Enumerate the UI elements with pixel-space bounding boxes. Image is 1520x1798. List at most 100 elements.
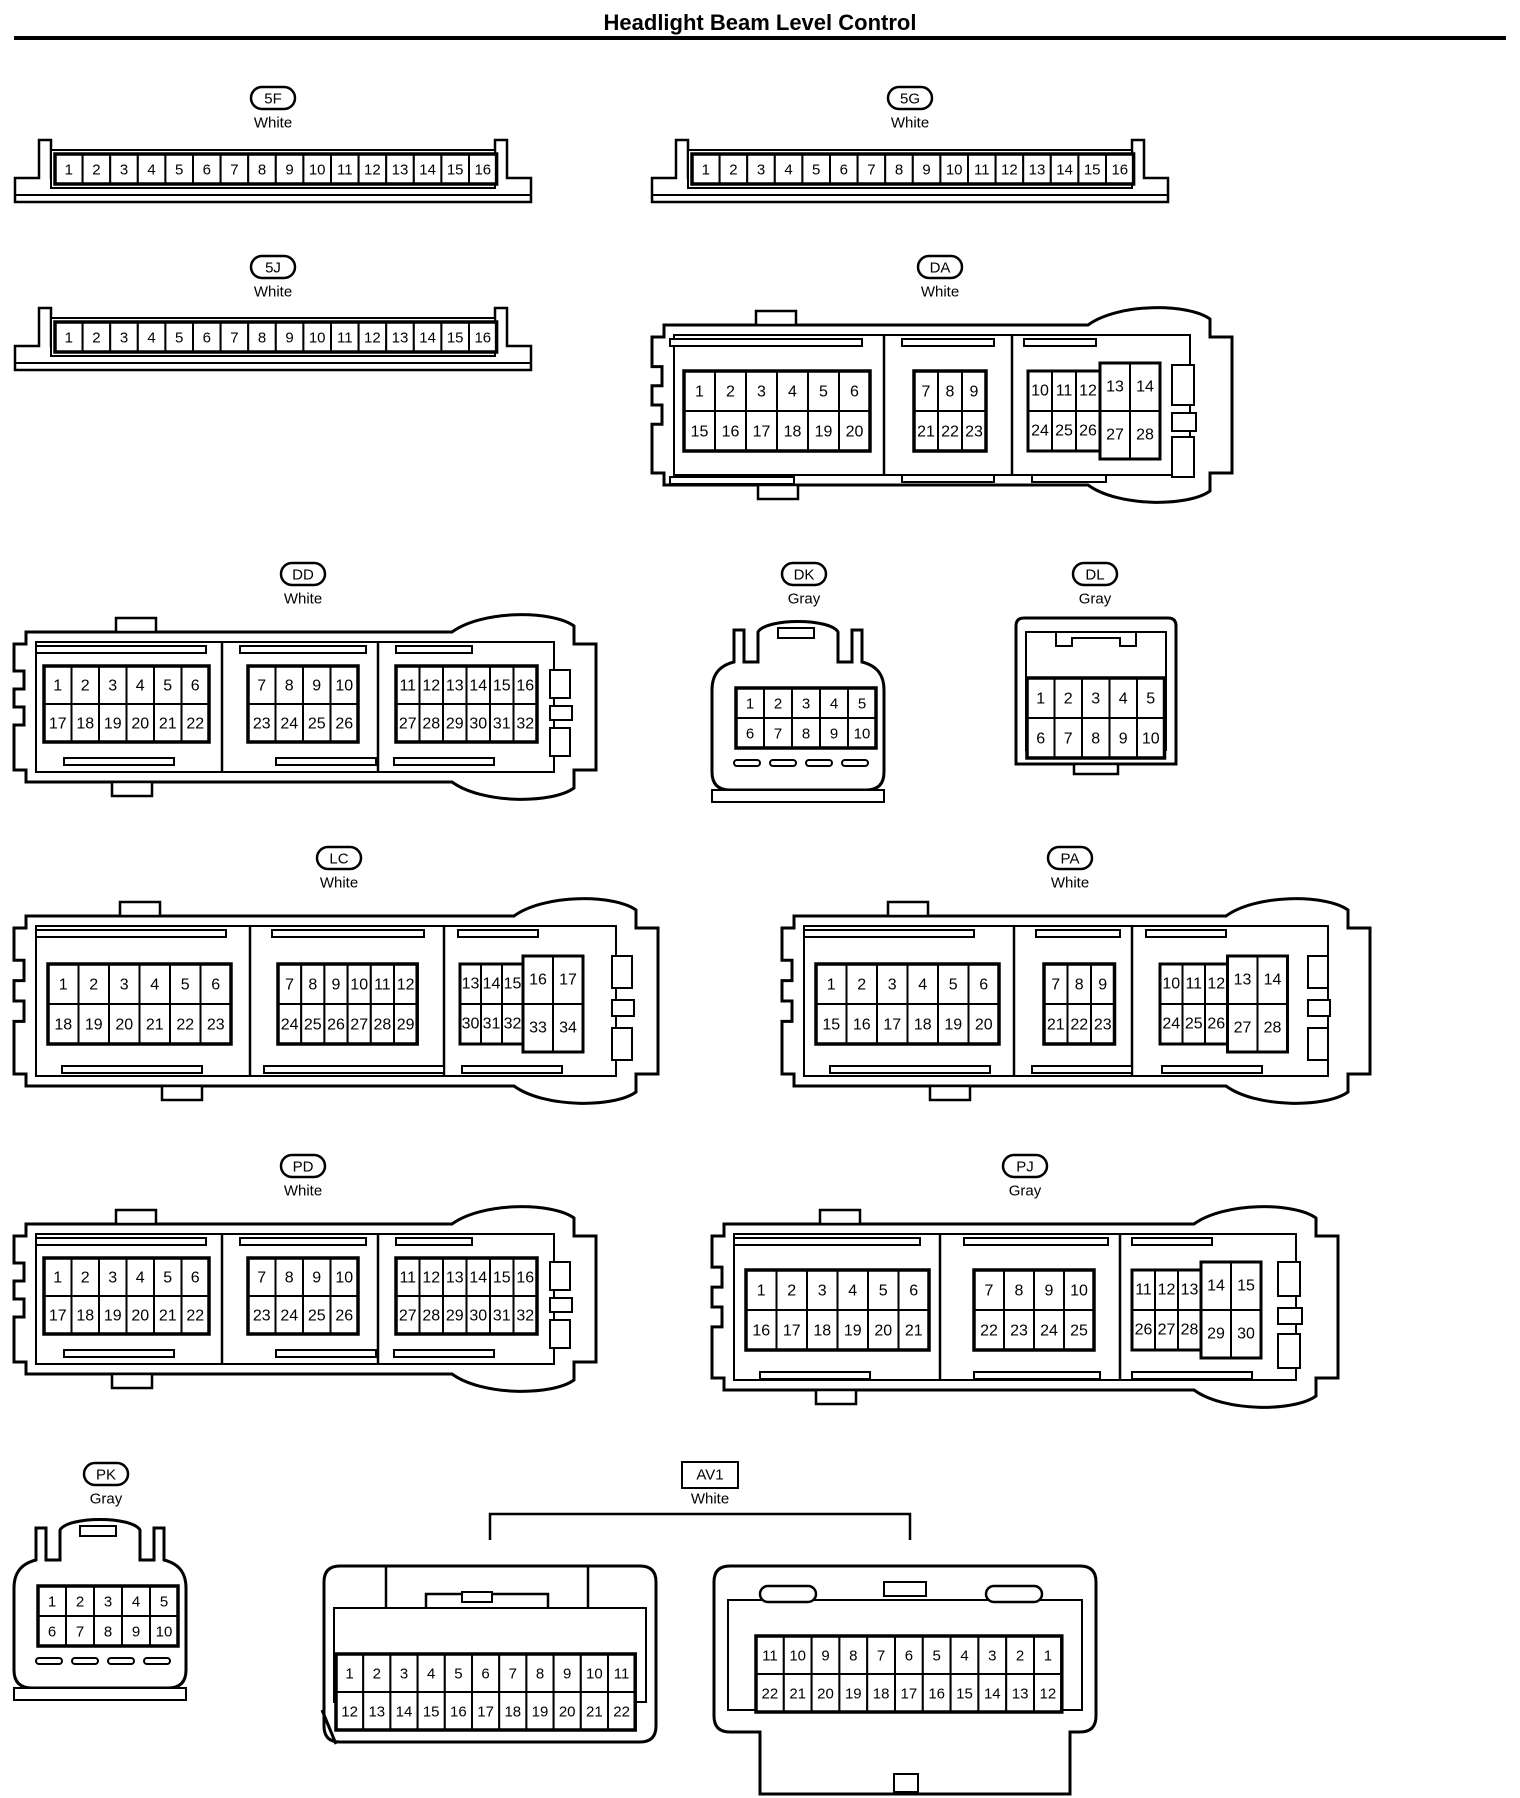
pin-number: 13: [392, 162, 409, 179]
pin-number: 5: [160, 1594, 168, 1611]
pin-cell: [98, 1295, 128, 1335]
pin-number: 1: [345, 1666, 353, 1683]
pin-number: 12: [422, 1270, 440, 1287]
pin-number: 1: [48, 1594, 56, 1611]
slot-bar: [61, 1065, 203, 1074]
pin-cell: [967, 1003, 1000, 1045]
pin-number: 19: [104, 1308, 122, 1325]
pin-number: 5: [819, 384, 828, 401]
pin-cell: [937, 963, 970, 1005]
pin-grid-outline: [394, 664, 539, 744]
pin-number: 4: [960, 1648, 968, 1665]
slot-bar: [759, 1371, 871, 1380]
pin-number: 5: [175, 162, 183, 179]
pin-number: 10: [350, 977, 368, 994]
pin-number: 16: [474, 330, 491, 347]
pin-number: 9: [1045, 1283, 1054, 1300]
pin-number: 23: [253, 716, 271, 733]
pin-number: 19: [85, 1017, 103, 1034]
pin-number: 7: [230, 330, 238, 347]
drain-slot: [733, 759, 761, 767]
pin-number: 6: [840, 162, 848, 179]
pin-number: 7: [257, 678, 266, 695]
label-pill: [249, 85, 297, 111]
pin-number: 16: [853, 1017, 871, 1034]
pin-grid-outline: [1098, 361, 1162, 461]
pin-cell: [125, 665, 155, 705]
pin-number: 9: [312, 678, 321, 695]
pin-number: 31: [493, 716, 511, 733]
pin-number: 14: [419, 330, 436, 347]
drain-slot: [71, 1657, 99, 1665]
pin-cell: [815, 1003, 848, 1045]
pin-number: 13: [1012, 1686, 1029, 1703]
pin-number: 18: [813, 1323, 831, 1340]
pin-number: 26: [335, 716, 353, 733]
pin-number: 10: [1031, 383, 1049, 400]
pin-number: 17: [49, 1308, 67, 1325]
pin-number: 26: [1207, 1016, 1225, 1033]
pin-number: 9: [285, 162, 293, 179]
pin-number: 22: [613, 1704, 630, 1721]
pin-number: 18: [504, 1704, 521, 1721]
pin-number: 12: [364, 162, 381, 179]
pin-number: 10: [156, 1624, 173, 1641]
pin-grid-outline: [1042, 962, 1117, 1046]
pin-number: 12: [1040, 1686, 1057, 1703]
pin-number: 7: [1051, 977, 1060, 994]
pin-number: 16: [1111, 162, 1128, 179]
pin-number: 13: [1029, 162, 1046, 179]
pin-number: 4: [132, 1594, 140, 1611]
pin-number: 3: [1091, 691, 1100, 708]
pin-number: 12: [1001, 162, 1018, 179]
pin-number: 20: [131, 716, 149, 733]
pin-number: 4: [136, 1270, 145, 1287]
pin-cell: [579, 1691, 609, 1731]
connector-color: Gray: [90, 1491, 123, 1508]
pin-number: 12: [422, 678, 440, 695]
pin-number: 9: [922, 162, 930, 179]
pin-number: 30: [1237, 1326, 1255, 1343]
drain-slot: [841, 759, 869, 767]
pin-number: 7: [509, 1666, 517, 1683]
pin-cell: [776, 370, 809, 412]
pin-cell: [385, 321, 415, 353]
pin-number: 18: [76, 716, 94, 733]
pin-number: 8: [1015, 1283, 1024, 1300]
pin-number: 3: [757, 384, 766, 401]
pin-number: 10: [1142, 731, 1160, 748]
pin-number: 8: [1091, 731, 1100, 748]
pin-number: 15: [493, 1270, 511, 1287]
slot-bar: [829, 1065, 991, 1074]
lock-tab: [79, 1525, 117, 1537]
pin-number: 8: [536, 1666, 544, 1683]
label-pill: [1071, 561, 1119, 587]
connector-color: White: [254, 115, 292, 132]
pin-number: 13: [368, 1704, 385, 1721]
pin-grid-outline: [334, 1652, 637, 1732]
pin-cell: [1256, 1003, 1289, 1053]
pin-number: 5: [949, 977, 958, 994]
pin-number: 13: [1234, 972, 1252, 989]
pin-number: 13: [462, 976, 480, 993]
pin-number: 24: [280, 1308, 298, 1325]
pin-number: 3: [888, 977, 897, 994]
pin-number: 27: [399, 1308, 417, 1325]
pin-cell: [108, 1003, 141, 1045]
pin-grid-outline: [394, 1256, 539, 1336]
pin-number: 9: [1119, 731, 1128, 748]
